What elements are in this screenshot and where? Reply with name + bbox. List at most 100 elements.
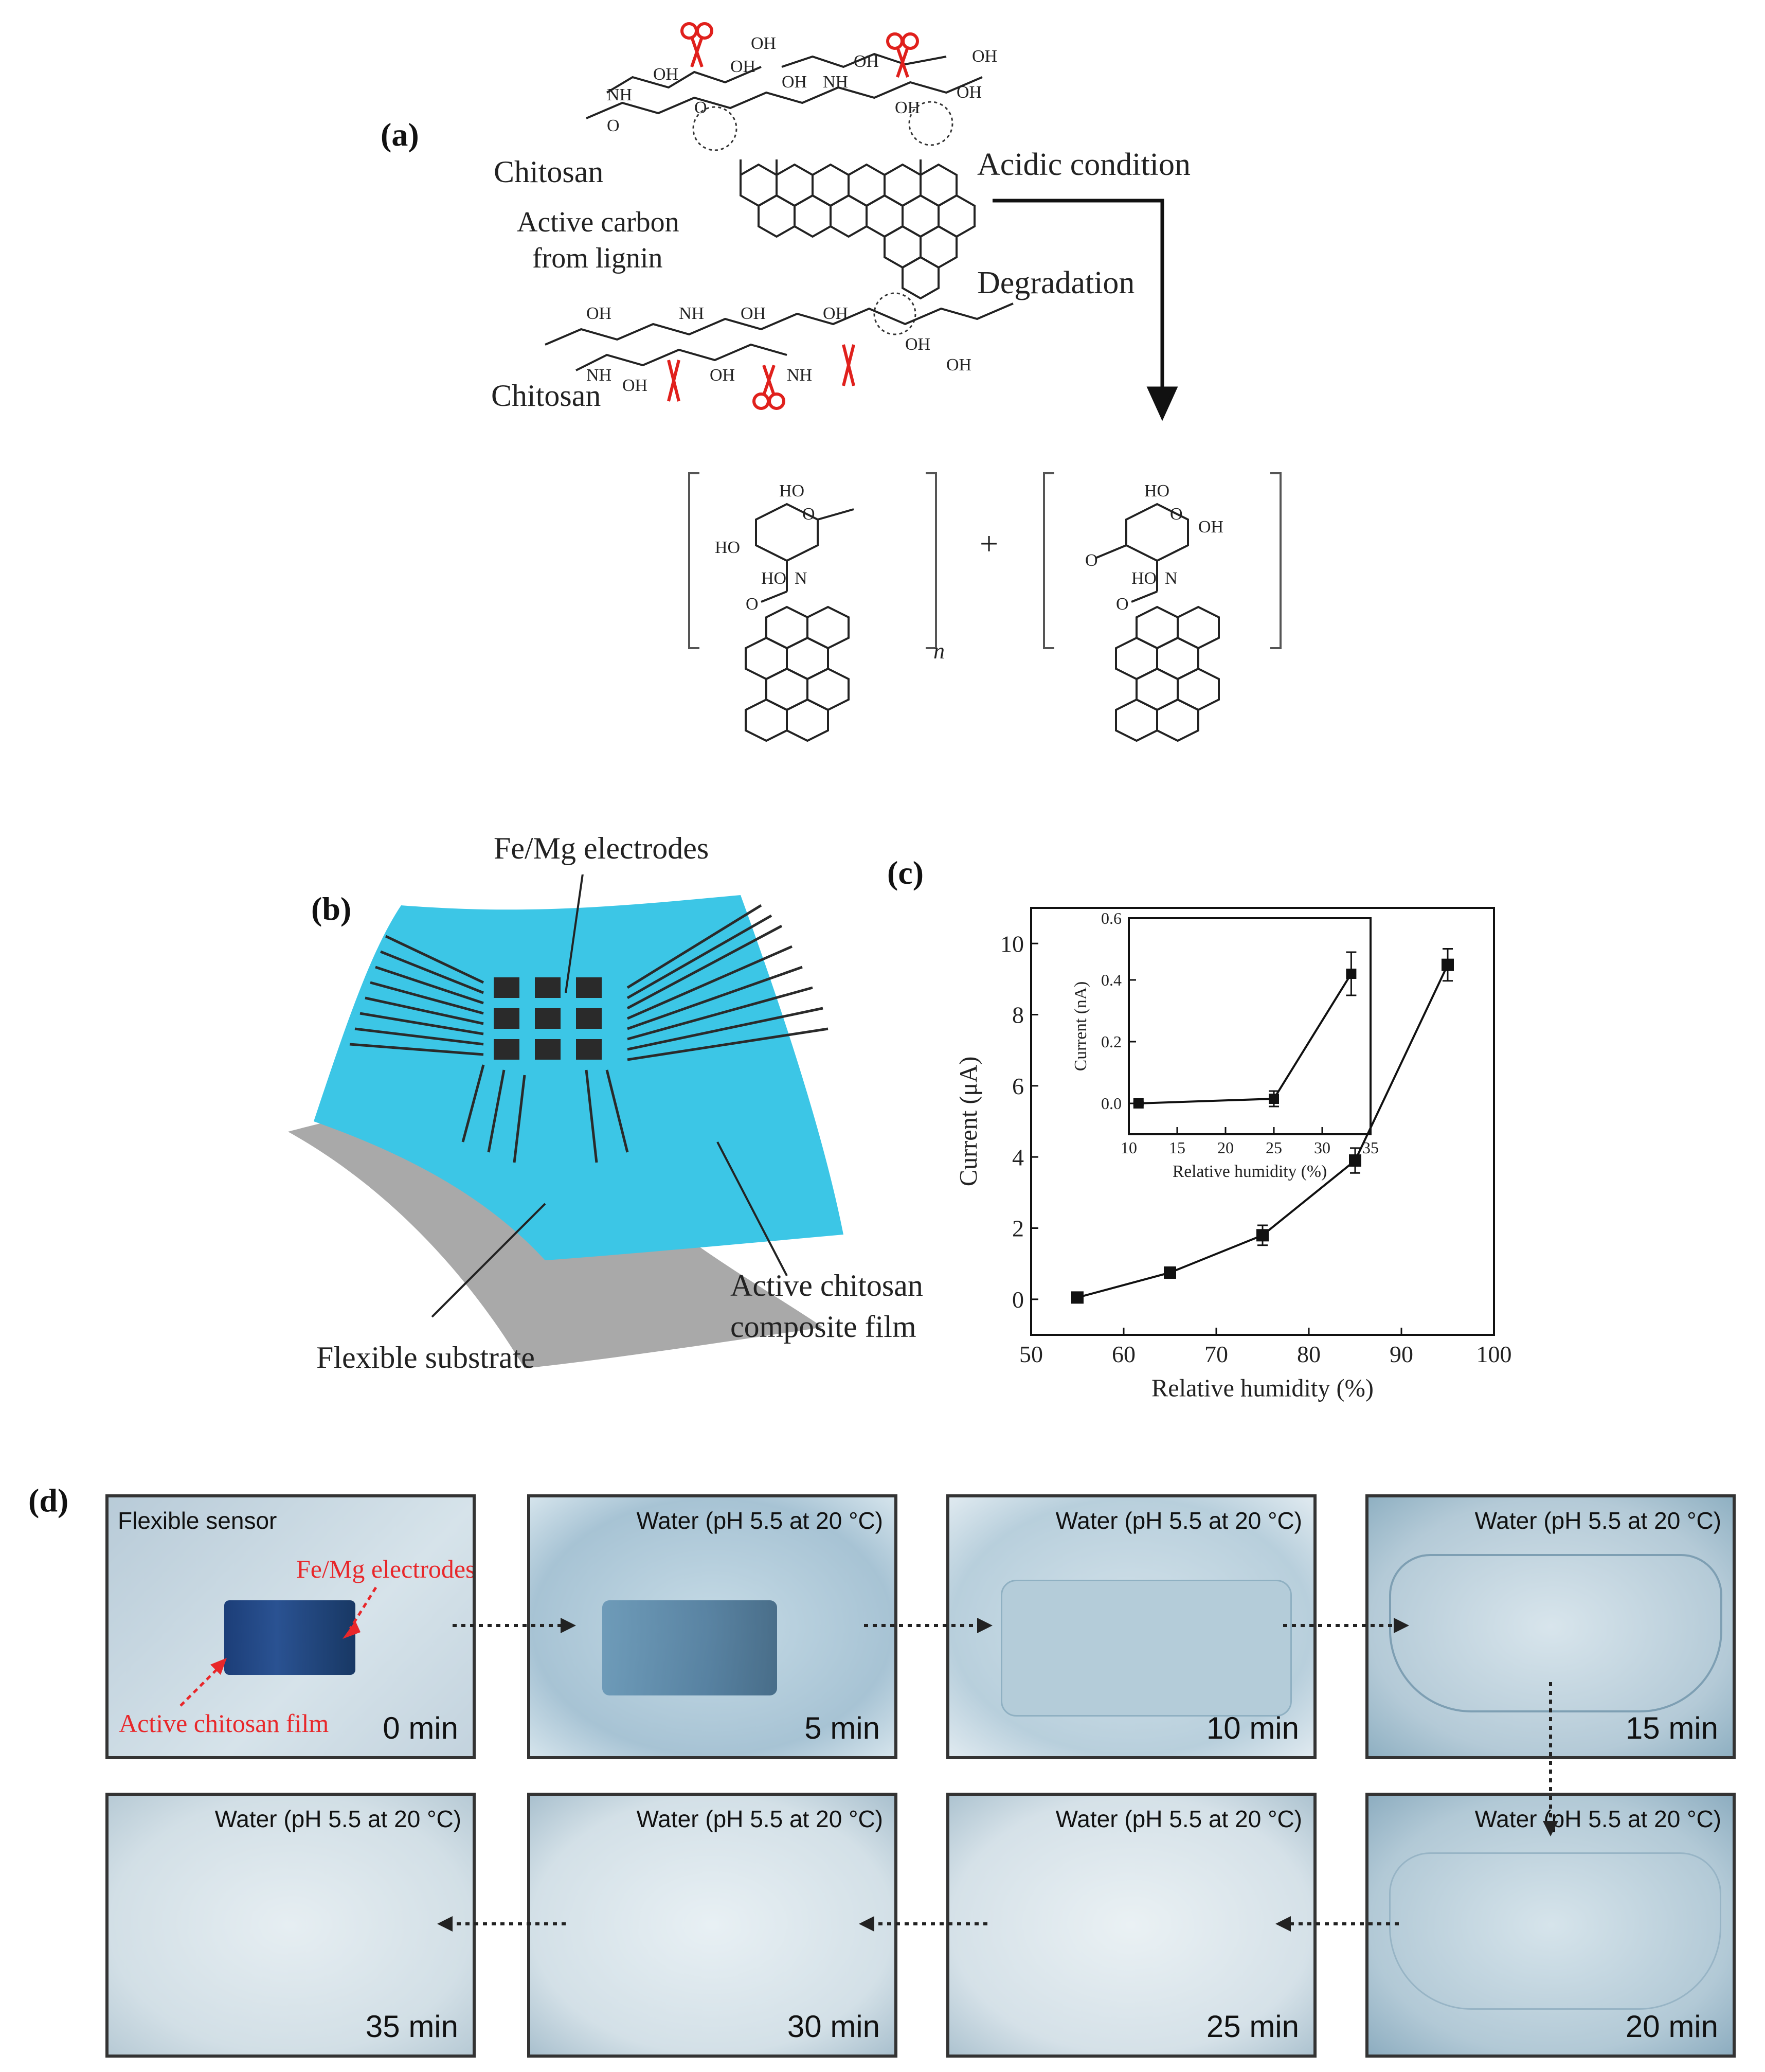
- svg-text:OH: OH: [586, 304, 611, 323]
- svg-text:HO: HO: [715, 538, 740, 557]
- tile-time: 15 min: [1625, 1711, 1718, 1745]
- tile-caption: Water (pH 5.5 at 20 °C): [636, 1806, 883, 1832]
- data-point: [1346, 969, 1357, 979]
- tile-time: 20 min: [1625, 2009, 1718, 2044]
- tile-time: 0 min: [383, 1711, 458, 1745]
- tile-time: 25 min: [1206, 2009, 1299, 2044]
- ammonium-circle-1: [692, 106, 737, 151]
- x-tick-label: 70: [1204, 1341, 1228, 1367]
- active-carbon-label-line1: Active carbon: [517, 206, 679, 238]
- x-tick-label: 90: [1390, 1341, 1413, 1367]
- photo-0-min: Flexible sensor 0 min Fe/Mg electrodes A…: [105, 1494, 476, 1759]
- sensor-illustration: [288, 874, 843, 1368]
- sensor-patch: [1389, 1554, 1722, 1712]
- panel-b-label: (b): [311, 890, 352, 927]
- svg-text:OH: OH: [957, 83, 982, 102]
- chitosan-top-chain: [586, 52, 983, 119]
- svg-text:HO: HO: [1131, 569, 1157, 588]
- tile-caption: Water (pH 5.5 at 20 °C): [1474, 1806, 1721, 1832]
- film-label-line1: Active chitosan: [730, 1269, 923, 1302]
- series-line: [1077, 964, 1449, 1299]
- x-tick-label: 30: [1314, 1138, 1330, 1157]
- data-point: [1269, 1094, 1279, 1104]
- svg-text:OH: OH: [823, 304, 848, 323]
- svg-text:N: N: [795, 569, 807, 588]
- photo-5-min: Water (pH 5.5 at 20 °C) 5 min: [527, 1494, 897, 1759]
- product-text: HO HO HO N O O HO OH HO N O O O: [715, 481, 1223, 614]
- y-tick-label: 4: [1012, 1144, 1024, 1170]
- y-tick-label: 10: [1000, 931, 1024, 957]
- data-point: [1349, 1154, 1361, 1167]
- electrode-pads: [494, 977, 602, 1060]
- tile-time: 35 min: [365, 2009, 458, 2044]
- svg-text:OH: OH: [905, 335, 930, 354]
- x-axis-label: Relative humidity (%): [1173, 1162, 1327, 1181]
- y-tick-label: 8: [1012, 1002, 1024, 1028]
- film-label-line2: composite film: [730, 1310, 916, 1344]
- photo-10-min: Water (pH 5.5 at 20 °C) 10 min: [946, 1494, 1317, 1759]
- tile-caption: Water (pH 5.5 at 20 °C): [636, 1507, 883, 1534]
- sensor-patch: [602, 1600, 777, 1695]
- tile-time: 30 min: [787, 2009, 880, 2044]
- x-tick-label: 15: [1169, 1138, 1185, 1157]
- chitosan-bottom-chain: [545, 302, 1014, 371]
- data-point: [1071, 1291, 1084, 1304]
- svg-text:OH: OH: [854, 52, 879, 71]
- x-tick-label: 20: [1217, 1138, 1234, 1157]
- x-tick-label: 80: [1297, 1341, 1321, 1367]
- x-axis-label: Relative humidity (%): [1151, 1375, 1374, 1402]
- subscript-n: n: [933, 638, 945, 664]
- svg-text:OH: OH: [972, 47, 997, 66]
- svg-text:N: N: [1165, 569, 1178, 588]
- tile-caption: Water (pH 5.5 at 20 °C): [1055, 1806, 1302, 1832]
- svg-text:OH: OH: [653, 65, 678, 84]
- leader-lines: [431, 874, 788, 1318]
- tile-caption: Flexible sensor: [118, 1507, 277, 1534]
- product-structures: [745, 503, 1220, 742]
- svg-text:OH: OH: [730, 57, 755, 76]
- data-point: [1256, 1229, 1269, 1242]
- series-line: [1138, 973, 1353, 1104]
- active-carbon-sheet: [740, 159, 976, 300]
- photo-15-min: Water (pH 5.5 at 20 °C) 15 min: [1365, 1494, 1736, 1759]
- product-brackets: [688, 472, 1282, 649]
- substrate-label: Flexible substrate: [316, 1341, 535, 1374]
- annotation-arrows: [179, 1586, 377, 1707]
- svg-text:OH: OH: [946, 355, 971, 374]
- chitosan-bottom-label: Chitosan: [491, 379, 601, 413]
- annotation-electrodes: Fe/Mg electrodes: [296, 1555, 476, 1583]
- ammonium-circle-3: [873, 292, 916, 335]
- y-tick-label: 0.4: [1101, 971, 1122, 989]
- x-tick-label: 60: [1112, 1341, 1136, 1367]
- x-tick-label: 50: [1019, 1341, 1043, 1367]
- svg-text:O: O: [802, 505, 815, 524]
- sensor-patch: [1001, 1580, 1292, 1717]
- photo-35-min: Water (pH 5.5 at 20 °C) 35 min: [105, 1793, 476, 2058]
- svg-text:OH: OH: [710, 366, 735, 385]
- svg-text:HO: HO: [1144, 481, 1169, 501]
- svg-text:OH: OH: [1198, 517, 1223, 537]
- plus-sign: +: [980, 525, 999, 562]
- degradation-label: Degradation: [977, 265, 1135, 300]
- data-point: [1164, 1266, 1176, 1279]
- reaction-arrow: [993, 199, 1178, 421]
- tile-time: 5 min: [804, 1711, 880, 1745]
- svg-text:NH: NH: [679, 304, 704, 323]
- tile-caption: Water (pH 5.5 at 20 °C): [1055, 1507, 1302, 1534]
- svg-text:NH: NH: [787, 366, 812, 385]
- data-point: [1133, 1098, 1144, 1109]
- x-tick-label: 10: [1121, 1138, 1137, 1157]
- svg-text:O: O: [607, 116, 620, 135]
- svg-text:NH: NH: [607, 85, 632, 104]
- y-axis-label: Current (μA): [955, 1057, 982, 1187]
- panel-c-label: (c): [887, 854, 924, 891]
- scissors-icon: [667, 22, 919, 410]
- svg-text:NH: NH: [823, 73, 848, 92]
- x-tick-label: 100: [1476, 1341, 1512, 1367]
- acidic-condition-label: Acidic condition: [977, 147, 1191, 182]
